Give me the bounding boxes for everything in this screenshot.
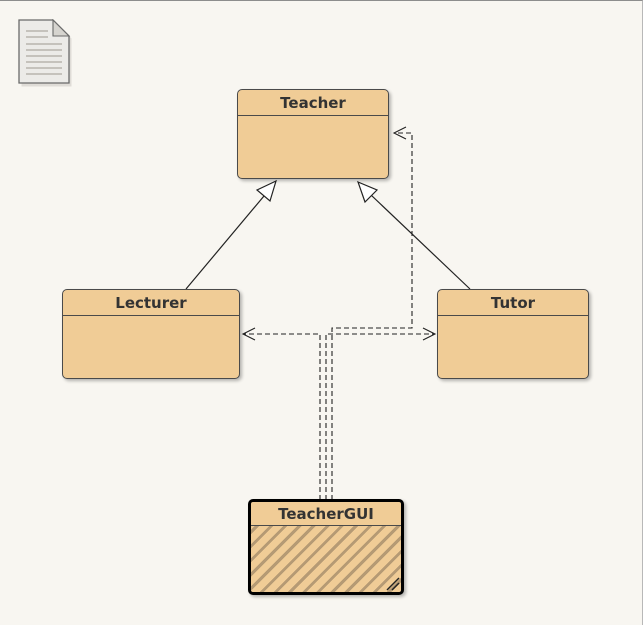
inheritance-arrowhead [255, 179, 277, 203]
document-icon[interactable] [18, 18, 72, 87]
class-name: Tutor [438, 290, 588, 316]
class-tutor[interactable]: Tutor [437, 289, 589, 379]
class-lecturer[interactable]: Lecturer [62, 289, 240, 379]
class-name: TeacherGUI [251, 502, 401, 526]
class-attributes [63, 316, 239, 378]
dependency-teachergui-lecturer[interactable] [241, 327, 321, 500]
generalization-lecturer-teacher[interactable] [185, 179, 277, 290]
class-name: Lecturer [63, 290, 239, 316]
class-teachergui[interactable]: TeacherGUI [248, 499, 404, 595]
class-attributes [438, 316, 588, 378]
class-teacher[interactable]: Teacher [237, 89, 389, 179]
dependency-teachergui-tutor[interactable] [325, 327, 437, 500]
dependency-arrowhead [392, 126, 407, 140]
generalization-tutor-teacher[interactable] [356, 180, 471, 290]
class-name: Teacher [238, 90, 388, 116]
class-attributes [238, 116, 388, 178]
resize-grip-icon[interactable] [386, 577, 400, 591]
inheritance-arrowhead [356, 180, 379, 204]
class-attributes [251, 526, 401, 592]
dependency-teachergui-teacher[interactable] [331, 126, 413, 500]
dependency-arrowhead [422, 327, 437, 341]
dependency-arrowhead [241, 327, 256, 341]
